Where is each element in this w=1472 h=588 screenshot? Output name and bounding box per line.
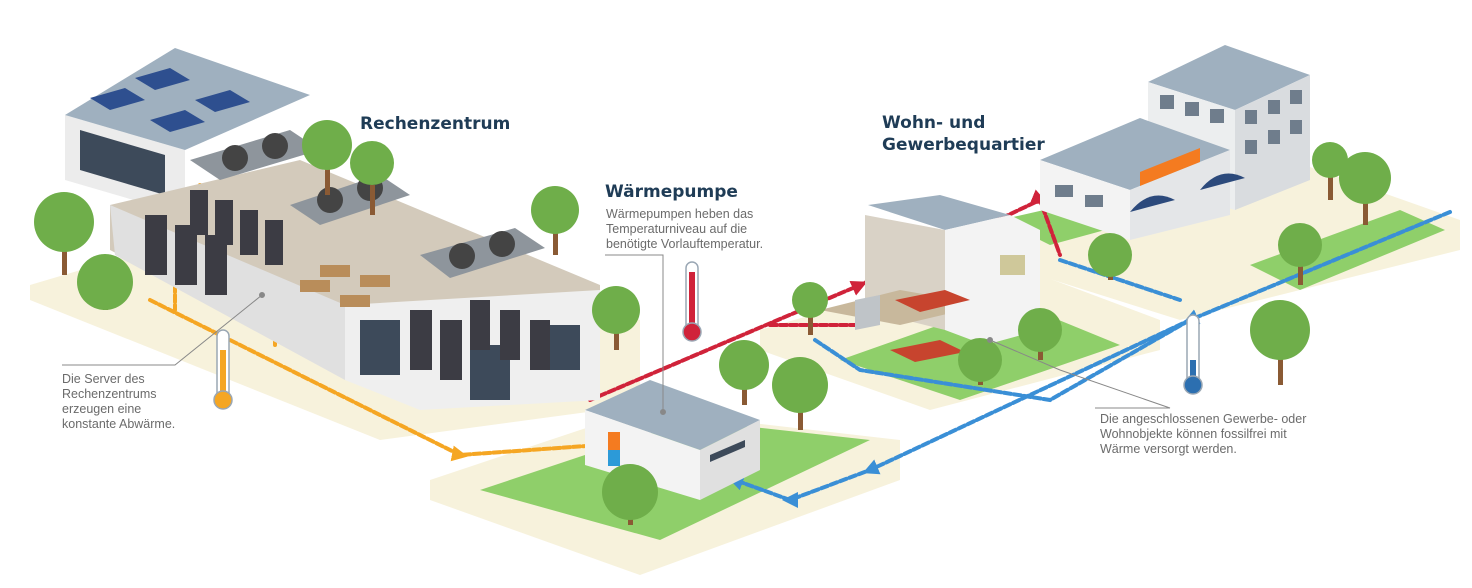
tree-icon [1088, 233, 1132, 280]
tower-roof [1148, 45, 1310, 110]
tree-icon [34, 192, 94, 275]
heatpump-vent [710, 440, 745, 462]
tree-icon [958, 338, 1002, 385]
tree-icon [350, 141, 394, 215]
office-desks [300, 265, 390, 307]
datacenter-upper-block-window [80, 130, 165, 195]
commercial-building [1040, 45, 1310, 240]
tree-icon [77, 254, 133, 310]
cooling-fan-icon [190, 130, 545, 278]
low-building-roof [1040, 118, 1230, 190]
heatpump-station [585, 380, 760, 500]
datacenter-note-line: erzeugen eine [62, 402, 142, 416]
blue-pipe-building [1058, 258, 1182, 302]
heatpump-title: Wärmepumpe [605, 182, 738, 202]
datacenter-left-wall [110, 205, 345, 380]
heatpump-panel-orange [608, 432, 620, 450]
tree-icon [531, 186, 579, 255]
leader-line-datacenter [62, 294, 263, 366]
tree-icon [1312, 142, 1348, 200]
residential-house [820, 195, 1040, 362]
datacenter-note-line: Rechenzentrums [62, 387, 157, 401]
datacenter [65, 48, 600, 410]
district-title: Wohn- und Gewerbequartier [882, 112, 1045, 156]
tree-icon [1018, 308, 1062, 360]
building-ground [990, 160, 1460, 320]
tree-icon [772, 357, 828, 430]
district-note-line: Wärme versorgt werden. [1100, 442, 1237, 456]
house-right-wall [945, 215, 1040, 345]
heatpump-roof [585, 380, 760, 450]
leader-lines [62, 254, 1171, 415]
orange-pipe-main [148, 298, 608, 462]
shop-sign [1140, 148, 1200, 186]
blue-pipe-house [813, 318, 1192, 403]
heatpump-note-line: benötigte Vorlauftemperatur. [606, 237, 764, 251]
district-title-line: Wohn- und [882, 113, 986, 133]
thermometer-icon-hot [682, 261, 702, 342]
tower-windows [1160, 90, 1302, 154]
blue-pipe [727, 210, 1452, 508]
datacenter-note-line: konstante Abwärme. [62, 417, 176, 431]
thermometer-icon-warm [213, 329, 233, 410]
server-rack-icon [145, 190, 550, 380]
tree-icon [302, 120, 352, 195]
solar-panel-icon [90, 68, 250, 132]
datacenter-upper-block-roof [65, 48, 310, 150]
heatpump-panel-blue [608, 450, 620, 466]
house-window [1000, 255, 1025, 275]
heatpump-note-line: Temperaturniveau auf die [606, 222, 748, 236]
low-building-side [1130, 150, 1230, 240]
trees [34, 120, 1391, 525]
tree-icon [602, 464, 658, 525]
heatpump-note: Wärmepumpen heben das Temperaturniveau a… [606, 207, 763, 252]
datacenter-note-line: Die Server des [62, 372, 145, 386]
datacenter-note: Die Server des Rechenzentrums erzeugen e… [62, 372, 175, 432]
tree-icon [592, 286, 640, 350]
district-note: Die angeschlossenen Gewerbe- oder Wohnob… [1100, 412, 1306, 457]
heatpump-note-line: Wärmepumpen heben das [606, 207, 754, 221]
cold-return-pipe [727, 210, 1452, 508]
tree-icon [1250, 300, 1310, 385]
datacenter-title: Rechenzentrum [360, 114, 511, 134]
house-roof [868, 195, 1010, 230]
low-building-windows [1055, 185, 1103, 207]
district-note-line: Wohnobjekte können fossilfrei mit [1100, 427, 1287, 441]
leader-line-district [989, 339, 1171, 409]
district-title-line: Gewerbequartier [882, 135, 1045, 155]
thermometer-icon-cold [1183, 314, 1203, 395]
leader-line-heatpump [605, 254, 664, 412]
tree-icon [1339, 152, 1391, 225]
underfloor-heating [890, 290, 970, 362]
tree-icon [792, 282, 828, 335]
district-note-line: Die angeschlossenen Gewerbe- oder [1100, 412, 1307, 426]
awning-icon [1130, 173, 1245, 212]
house-heat-exchanger [855, 295, 880, 330]
datacenter-window [360, 320, 400, 375]
tree-icon [1278, 223, 1322, 285]
tree-icon [719, 340, 769, 405]
